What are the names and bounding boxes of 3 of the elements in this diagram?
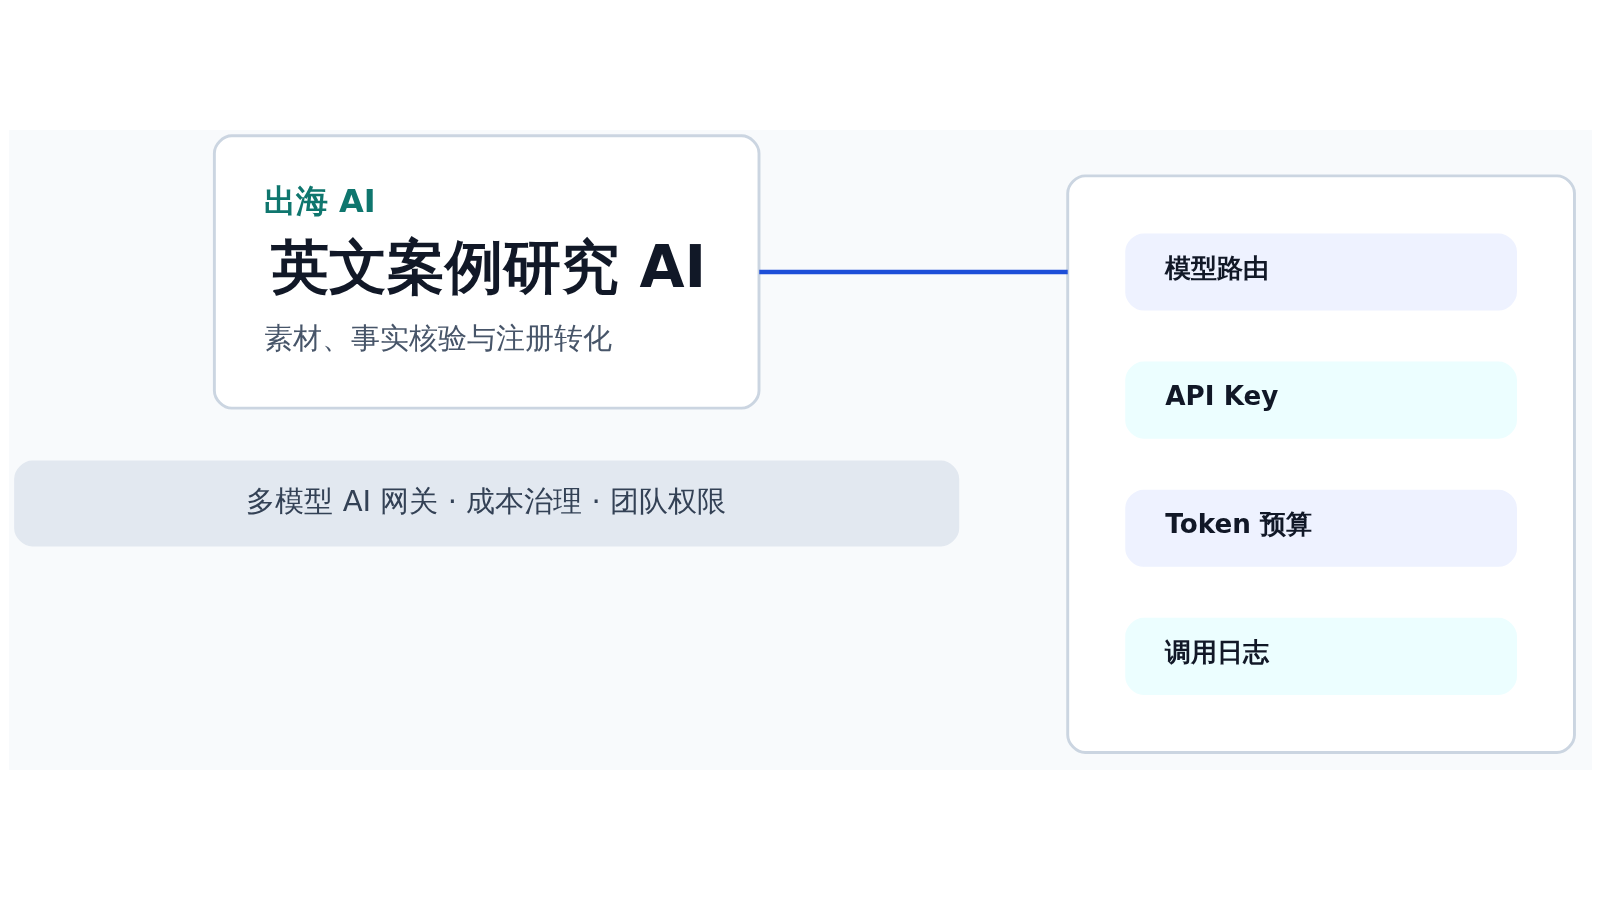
- cluster: [1065, 174, 1576, 754]
- node-box: 出海 AI 英文案例研究 AI 素材、事实核验与注册转化: [212, 134, 760, 410]
- connector: [758, 269, 1068, 275]
